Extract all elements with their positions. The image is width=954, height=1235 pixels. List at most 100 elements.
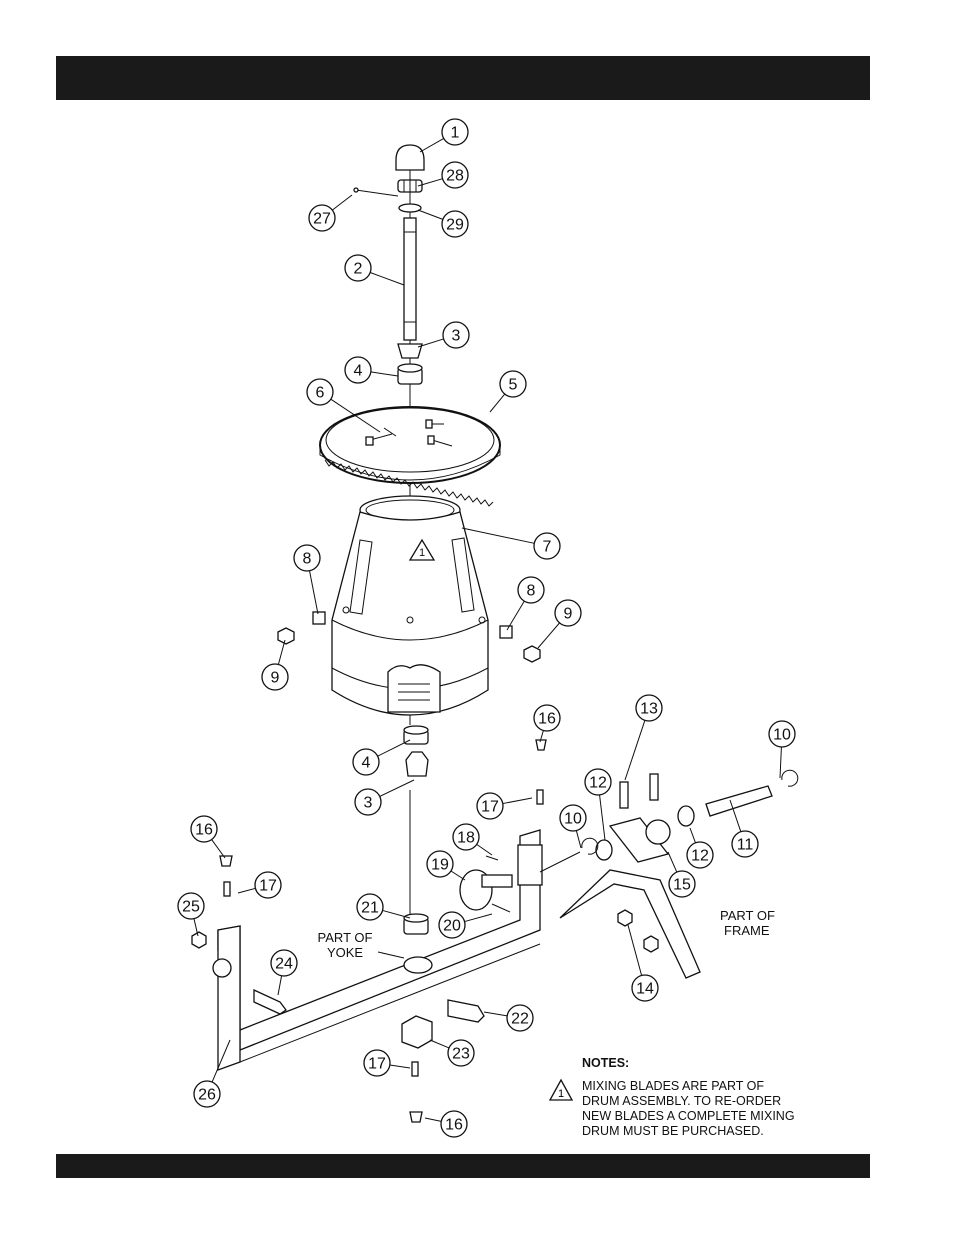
callout-number: 4: [354, 363, 363, 380]
callout-number: 12: [589, 775, 607, 792]
frame-part: [540, 818, 700, 978]
bolt-13-b: [650, 774, 658, 800]
callout-number: 11: [737, 837, 754, 854]
callout-29: 29: [418, 210, 468, 237]
svg-text:1: 1: [558, 1088, 564, 1100]
grease-fitting-part: [492, 904, 510, 912]
callout-22: 22: [484, 1005, 533, 1031]
notes-panel: NOTES: 1 MIXING BLADES ARE PART OF DRUM …: [582, 1056, 842, 1139]
leader-line: [425, 1118, 441, 1121]
callout-18: 18: [453, 824, 492, 855]
bearing-cup-part: [398, 364, 422, 384]
leader-line: [780, 747, 781, 778]
callout-number: 3: [364, 795, 373, 812]
callout-number: 17: [259, 878, 277, 895]
fitting-17-bottom: [412, 1062, 418, 1076]
plate-right-part: [500, 626, 512, 638]
leader-line: [462, 528, 534, 543]
key-part: [486, 856, 498, 860]
callout-number: 2: [354, 261, 363, 278]
callout-number: 26: [198, 1087, 216, 1104]
lower-cone-part: [406, 752, 428, 776]
leader-line: [538, 623, 560, 648]
callout-number: 22: [511, 1011, 529, 1028]
callout-number: 1: [451, 125, 460, 142]
nut-right-part: [524, 646, 540, 662]
callout-1: 1: [420, 119, 468, 152]
callout-19: 19: [427, 851, 465, 880]
leader-line: [370, 273, 404, 285]
bearing-12-left: [596, 840, 612, 860]
nut-left-part: [278, 628, 294, 644]
leader-line: [371, 372, 398, 376]
svg-text:1: 1: [419, 547, 425, 559]
leader-line: [212, 840, 225, 858]
nut-14-b: [644, 936, 658, 952]
leader-line: [418, 210, 443, 219]
nut-23-part: [402, 1016, 432, 1048]
nut-14-a: [618, 910, 632, 926]
callout-21: 21: [357, 894, 410, 920]
cotter-pin-part: [356, 190, 398, 196]
callout-number: 20: [443, 918, 461, 935]
callout-number: 24: [275, 956, 293, 973]
leader-line: [451, 871, 465, 880]
leader-line: [576, 831, 581, 848]
callout-number: 27: [313, 211, 331, 228]
cap-16-top: [536, 740, 546, 750]
leader-line: [430, 1040, 449, 1048]
callout-3: 3: [418, 322, 469, 348]
fitting-17-top: [537, 790, 543, 804]
callout-17: 17: [364, 1050, 410, 1076]
washer-part: [399, 204, 421, 212]
leader-line: [465, 914, 492, 922]
callout-14: 14: [628, 925, 658, 1001]
callout-number: 17: [481, 799, 499, 816]
leader-line: [278, 640, 285, 664]
leader-line: [690, 828, 695, 843]
bolt-24-part: [254, 990, 286, 1014]
note-marker-icon: 1: [548, 1078, 574, 1102]
callout-10: 10: [560, 805, 586, 848]
note-line-1: MIXING BLADES ARE PART OF: [582, 1079, 842, 1094]
leader-line: [490, 394, 505, 412]
callout-number: 12: [691, 848, 709, 865]
clip-10-right: [782, 770, 798, 786]
plate-left-part: [313, 612, 325, 624]
callout-number: 21: [361, 900, 379, 917]
callout-number: 14: [636, 981, 654, 998]
callout-24: 24: [271, 950, 297, 995]
leader-line: [503, 798, 532, 804]
clip-10-left: [582, 838, 598, 854]
callout-number: 23: [452, 1046, 470, 1063]
leader-line: [418, 339, 444, 347]
callout-number: 29: [446, 217, 464, 234]
callout-number: 5: [509, 377, 518, 394]
bolt-13-a: [620, 782, 628, 808]
callout-number: 10: [564, 811, 582, 828]
callout-3: 3: [355, 780, 414, 815]
callout-7: 7: [462, 528, 560, 559]
callout-number: 16: [195, 822, 213, 839]
nut-25-part: [192, 932, 206, 948]
leader-line: [484, 1012, 507, 1016]
pinion-gear-part: [460, 870, 512, 910]
callout-16: 16: [191, 816, 225, 858]
leader-line: [278, 976, 282, 995]
frame-label-line1: PART OF: [720, 908, 775, 923]
callout-16: 16: [534, 705, 560, 742]
callout-number: 25: [182, 899, 200, 916]
cap-16-bottom: [410, 1112, 422, 1122]
callout-12: 12: [585, 769, 611, 840]
cap-part: [396, 145, 424, 170]
callout-number: 13: [640, 701, 658, 718]
callout-number: 4: [362, 755, 371, 772]
callout-10: 10: [769, 721, 795, 778]
callout-number: 10: [773, 727, 791, 744]
bolt-22-part: [448, 1000, 484, 1022]
callout-8: 8: [294, 545, 320, 614]
callout-4: 4: [345, 357, 398, 383]
bearing-cone-part: [398, 344, 422, 358]
shaft-part: [404, 218, 416, 340]
